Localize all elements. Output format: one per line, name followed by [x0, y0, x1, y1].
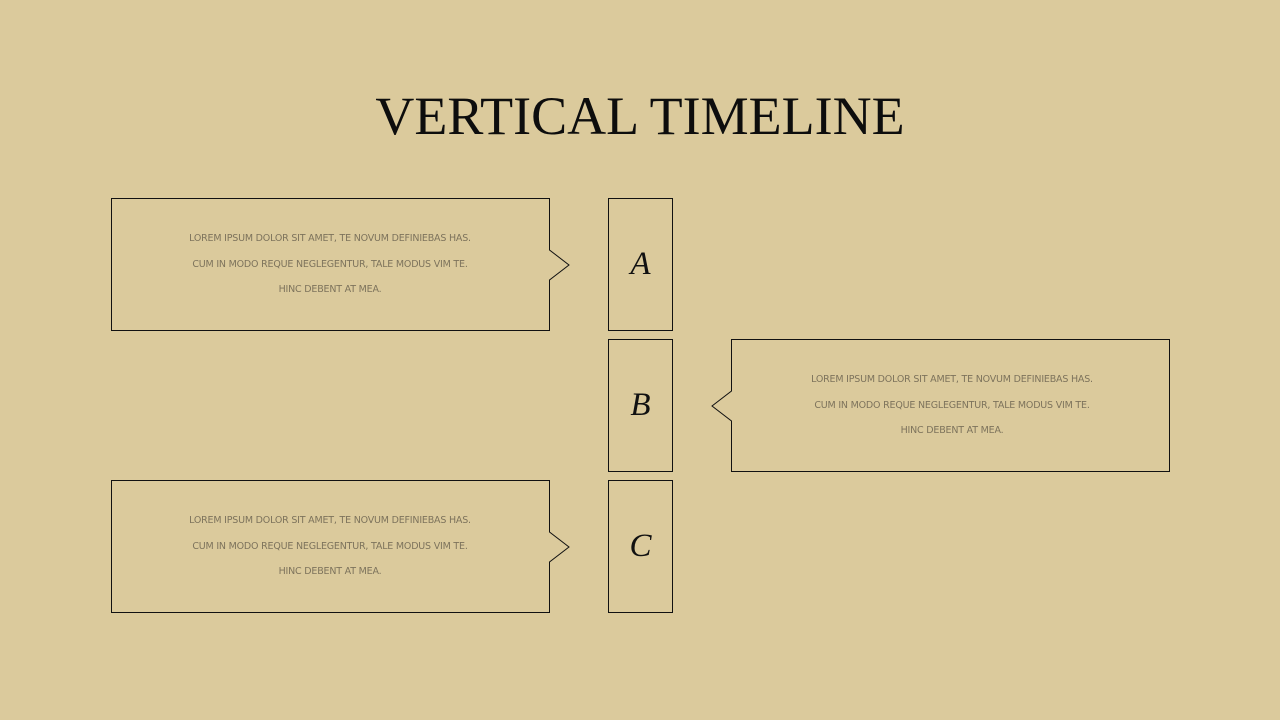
- timeline-marker-c: C: [608, 480, 673, 613]
- callout-arrow-right-shape: [111, 480, 570, 613]
- marker-letter-c: C: [629, 528, 652, 564]
- callout-text-c: LOREM IPSUM DOLOR SIT AMET, TE NOVUM DEF…: [111, 508, 549, 585]
- callout-line: CUM IN MODO REQUE NEGLEGENTUR, TALE MODU…: [192, 258, 468, 270]
- callout-line: CUM IN MODO REQUE NEGLEGENTUR, TALE MODU…: [192, 540, 468, 552]
- timeline-callout-a: LOREM IPSUM DOLOR SIT AMET, TE NOVUM DEF…: [111, 198, 570, 332]
- callout-line: LOREM IPSUM DOLOR SIT AMET, TE NOVUM DEF…: [189, 515, 471, 526]
- callout-line: LOREM IPSUM DOLOR SIT AMET, TE NOVUM DEF…: [189, 233, 471, 244]
- callout-line: HINC DEBENT AT MEA.: [900, 425, 1004, 436]
- timeline-marker-b: B: [608, 339, 673, 472]
- marker-letter-a: A: [630, 246, 651, 282]
- callout-line: HINC DEBENT AT MEA.: [278, 284, 382, 295]
- callout-arrow-left-shape: [711, 339, 1170, 472]
- callout-line: CUM IN MODO REQUE NEGLEGENTUR, TALE MODU…: [814, 399, 1090, 411]
- callout-text-b: LOREM IPSUM DOLOR SIT AMET, TE NOVUM DEF…: [733, 367, 1171, 444]
- marker-letter-b: B: [630, 387, 651, 423]
- callout-line: LOREM IPSUM DOLOR SIT AMET, TE NOVUM DEF…: [811, 374, 1093, 385]
- page-title: VERTICAL TIMELINE: [375, 86, 905, 146]
- callout-line: HINC DEBENT AT MEA.: [278, 566, 382, 577]
- timeline-callout-c: LOREM IPSUM DOLOR SIT AMET, TE NOVUM DEF…: [111, 480, 570, 614]
- timeline-marker-a: A: [608, 198, 673, 331]
- timeline-callout-b: LOREM IPSUM DOLOR SIT AMET, TE NOVUM DEF…: [711, 339, 1171, 473]
- callout-arrow-right-shape: [111, 198, 570, 331]
- callout-text-a: LOREM IPSUM DOLOR SIT AMET, TE NOVUM DEF…: [111, 226, 549, 303]
